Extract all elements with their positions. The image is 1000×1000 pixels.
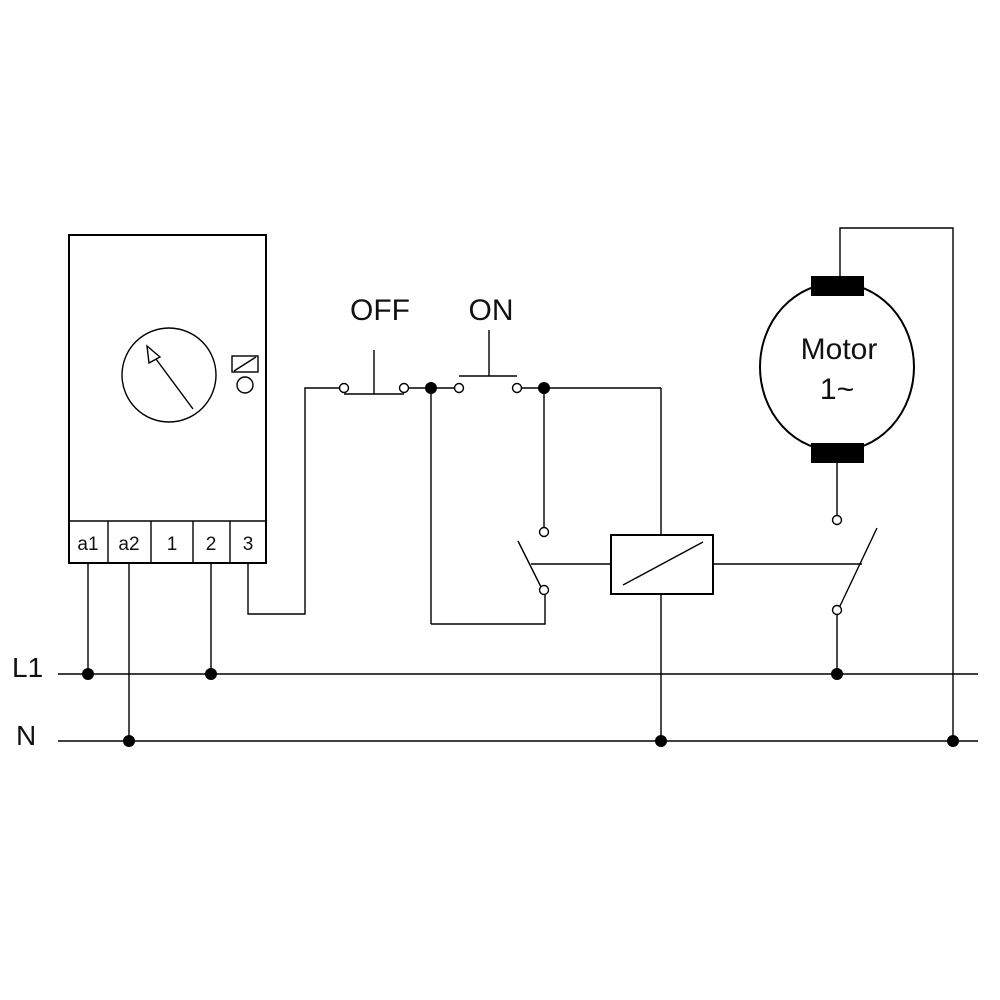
off-terminal-right bbox=[398, 382, 410, 394]
n-label: N bbox=[16, 720, 36, 751]
motor-phase: 1~ bbox=[820, 373, 854, 406]
motor-body bbox=[759, 282, 915, 452]
on-terminal-left bbox=[453, 382, 465, 394]
terminal-a1-label: a1 bbox=[77, 534, 98, 555]
off-terminal-left bbox=[338, 382, 350, 394]
terminal-3-label: 3 bbox=[243, 534, 254, 555]
terminal-a2-label: a2 bbox=[118, 534, 139, 555]
on-pushbutton: ON bbox=[453, 294, 523, 394]
led-indicator-icon bbox=[236, 376, 254, 394]
dial-icon bbox=[121, 327, 217, 423]
off-label: OFF bbox=[350, 294, 410, 327]
relay-indicator-icon bbox=[231, 355, 259, 373]
contactor-coil bbox=[610, 388, 714, 741]
timer-device: a1 a2 1 2 3 bbox=[68, 234, 267, 564]
holding-contact bbox=[430, 388, 550, 625]
timer-wiring bbox=[87, 387, 344, 741]
l1-label: L1 bbox=[12, 652, 43, 683]
motor-wiring bbox=[831, 227, 954, 741]
terminal-1-label: 1 bbox=[167, 534, 178, 555]
terminal-2-label: 2 bbox=[206, 534, 217, 555]
motor: Motor 1~ bbox=[759, 276, 915, 463]
motor-brush-top bbox=[811, 276, 864, 296]
timer-housing bbox=[68, 234, 267, 564]
junction-nodes bbox=[82, 382, 959, 747]
on-label: ON bbox=[469, 294, 514, 327]
off-pushbutton: OFF bbox=[338, 294, 410, 395]
on-terminal-right bbox=[511, 382, 523, 394]
supply-rails: L1 N bbox=[12, 652, 978, 751]
motor-brush-bottom bbox=[811, 443, 864, 463]
motor-name: Motor bbox=[801, 333, 878, 366]
